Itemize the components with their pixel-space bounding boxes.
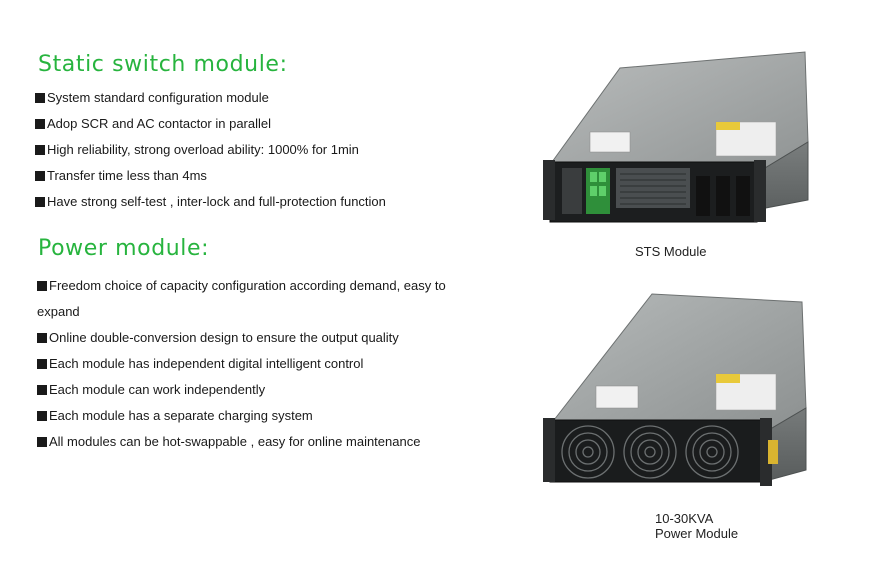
- list-item: All modules can be hot-swappable , easy …: [37, 429, 489, 455]
- list-item-text: Have strong self-test , inter-lock and f…: [47, 194, 386, 209]
- square-bullet-icon: [35, 171, 45, 181]
- square-bullet-icon: [35, 119, 45, 129]
- list-item: Each module has a separate charging syst…: [37, 403, 489, 429]
- list-item-text: All modules can be hot-swappable , easy …: [49, 434, 421, 449]
- square-bullet-icon: [37, 333, 47, 343]
- square-bullet-icon: [35, 197, 45, 207]
- square-bullet-icon: [37, 385, 47, 395]
- list-item: Each module can work independently: [37, 377, 489, 403]
- list-item: Freedom choice of capacity configuration…: [37, 273, 489, 325]
- list-item-text: Each module has independent digital inte…: [49, 356, 364, 371]
- list-item: Transfer time less than 4ms: [35, 163, 495, 189]
- square-bullet-icon: [37, 437, 47, 447]
- sts-module-image: [543, 51, 809, 223]
- list-item-text: Each module has a separate charging syst…: [49, 408, 313, 423]
- square-bullet-icon: [35, 93, 45, 103]
- list-item-text: System standard configuration module: [47, 90, 269, 105]
- list-item-text: Each module can work independently: [49, 382, 266, 397]
- list-item: Have strong self-test , inter-lock and f…: [35, 189, 495, 215]
- list-item-text: High reliability, strong overload abilit…: [47, 142, 359, 157]
- square-bullet-icon: [35, 145, 45, 155]
- list-item: System standard configuration module: [35, 85, 495, 111]
- sts-feature-list: System standard configuration module Ado…: [35, 85, 495, 215]
- power-image-caption: 10-30KVA Power Module: [655, 511, 738, 541]
- list-item: Each module has independent digital inte…: [37, 351, 489, 377]
- sts-section-title: Static switch module:: [38, 52, 288, 77]
- list-item-text: Online double-conversion design to ensur…: [49, 330, 399, 345]
- caption-line: 10-30KVA: [655, 511, 714, 526]
- list-item-text: Freedom choice of capacity configuration…: [37, 278, 446, 319]
- square-bullet-icon: [37, 281, 47, 291]
- list-item: High reliability, strong overload abilit…: [35, 137, 495, 163]
- list-item-text: Transfer time less than 4ms: [47, 168, 207, 183]
- square-bullet-icon: [37, 411, 47, 421]
- list-item-text: Adop SCR and AC contactor in parallel: [47, 116, 272, 131]
- square-bullet-icon: [37, 359, 47, 369]
- power-section-title: Power module:: [38, 236, 210, 261]
- power-feature-list: Freedom choice of capacity configuration…: [37, 273, 489, 455]
- sts-image-caption: STS Module: [635, 244, 707, 259]
- power-module-image: [543, 293, 807, 486]
- list-item: Online double-conversion design to ensur…: [37, 325, 489, 351]
- caption-line: Power Module: [655, 526, 739, 541]
- list-item: Adop SCR and AC contactor in parallel: [35, 111, 495, 137]
